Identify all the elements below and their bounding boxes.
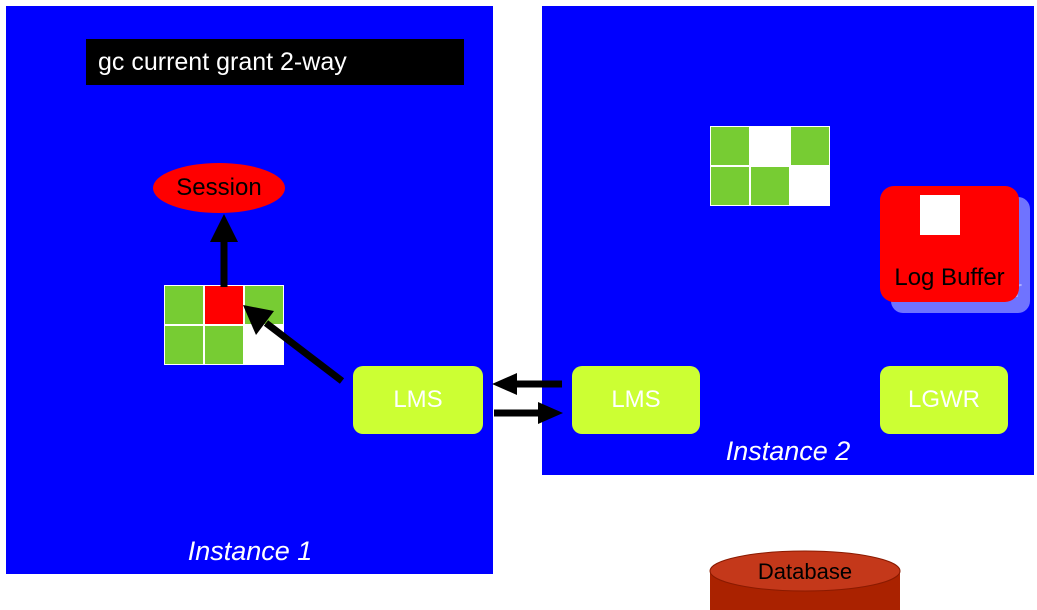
lms-process-instance-2: LMS: [572, 366, 700, 434]
instance-2-block-cell-green: [710, 166, 750, 206]
lgwr-label: LGWR: [908, 386, 980, 413]
arrow-block-to-session: [210, 214, 238, 287]
instance-1-block-cell-green: [204, 325, 244, 365]
instance-2-block-cell-green: [790, 126, 830, 166]
database-icon: [709, 550, 901, 610]
lms-process-instance-1: LMS: [353, 366, 483, 434]
arrow-lms-to-block: [243, 305, 345, 384]
lms-label-instance-1: LMS: [393, 386, 443, 413]
session-node: Session: [153, 163, 285, 213]
log-buffer-label: Log Buffer: [894, 264, 1005, 291]
instance-1-block-cell-red: [204, 285, 244, 325]
instance-1-block-grid: [164, 285, 284, 365]
arrow-lms1-to-lms2: [494, 402, 563, 424]
instance-1-block-cell-green: [164, 325, 204, 365]
session-label: Session: [176, 174, 262, 201]
instance-2-block-cell-white: [750, 126, 790, 166]
slide-title: gc current grant 2-way: [86, 39, 464, 85]
database-label: Database: [757, 559, 853, 584]
arrow-lms2-to-lms1: [492, 373, 562, 395]
lms-label-instance-2: LMS: [611, 386, 661, 413]
instance-2-block-cell-white: [790, 166, 830, 206]
log-buffer-block: [920, 195, 960, 235]
instance-2-block-cell-green: [710, 126, 750, 166]
instance-2-block-grid: [710, 126, 830, 206]
instance-1-block-cell-green: [164, 285, 204, 325]
instance-1-caption: Instance 1: [187, 536, 313, 566]
instance-2-caption: Instance 2: [725, 436, 851, 466]
instance-2-block-cell-green: [750, 166, 790, 206]
lgwr-process: LGWR: [880, 366, 1008, 434]
log-buffer: Log Buffer: [880, 186, 1019, 302]
